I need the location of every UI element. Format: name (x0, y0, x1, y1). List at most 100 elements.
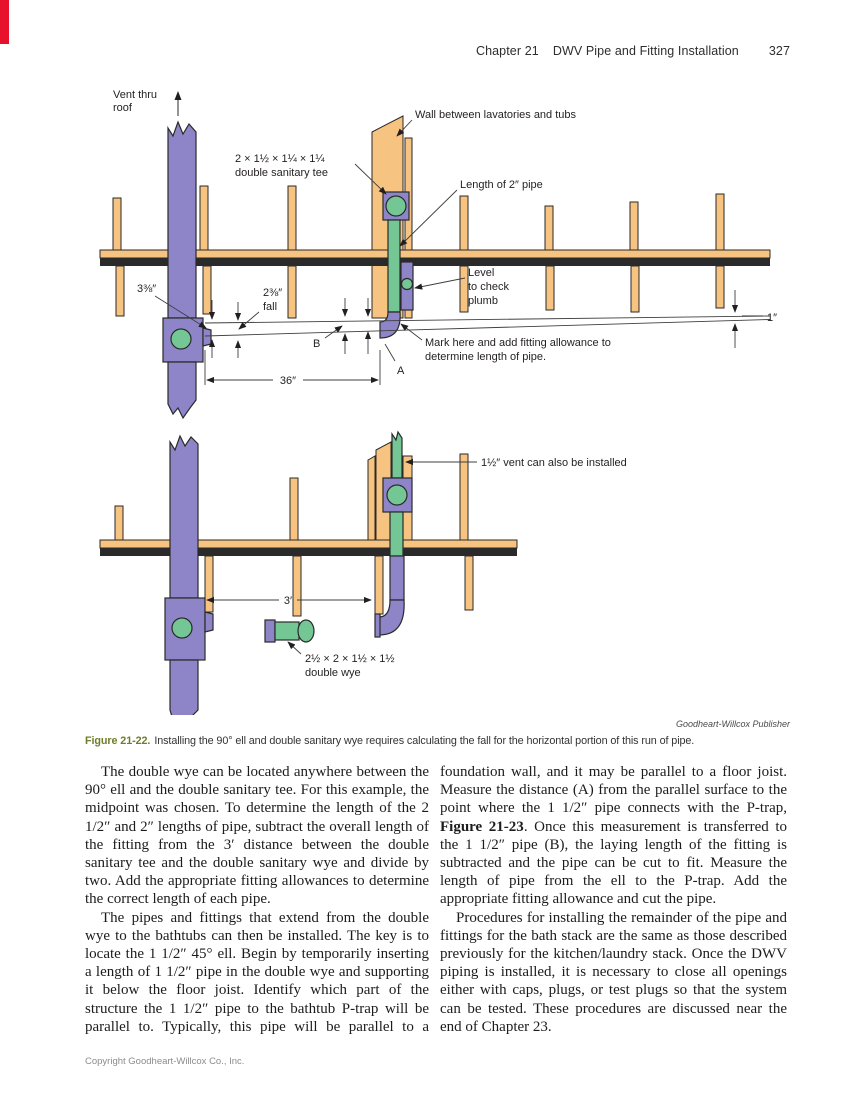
plate-shadow (196, 258, 770, 266)
stud (199, 185, 209, 251)
paragraph: The pipes and fittings that extend from … (85, 909, 429, 1035)
chapter-title: DWV Pipe and Fitting Installation (552, 44, 739, 58)
fitting-socket (171, 617, 193, 639)
bottom-diagram: 1½″ vent can also be installed 3′ 2½ × 2… (99, 430, 627, 715)
wye-body (274, 621, 300, 641)
mark-label: Mark here and add fitting allowance to (425, 337, 611, 349)
sloped-pipe-line (204, 319, 771, 337)
plate-wood (197, 539, 518, 549)
drain-pipe (389, 555, 405, 601)
bath-wall-pipework (379, 191, 414, 339)
page-header: Chapter 21 DWV Pipe and Fitting Installat… (0, 44, 790, 58)
plate-wood (99, 539, 171, 549)
fitting-socket (385, 195, 407, 217)
studs-above-plate (112, 185, 725, 251)
point-b-label: B (313, 338, 320, 350)
wall-board (404, 137, 413, 319)
wye-label: double wye (305, 667, 361, 679)
stud (459, 195, 469, 251)
wye-hub (264, 619, 276, 643)
two-inch-pipe (389, 511, 404, 557)
studs-below-plate (115, 265, 725, 319)
plate-shadow (198, 548, 517, 556)
stack-pipe-upper (169, 434, 199, 599)
wye-label: 2½ × 2 × 1½ × 1½ (305, 653, 395, 665)
stud (204, 555, 214, 613)
ninety-degree-ell (379, 311, 401, 339)
dim-left-leader (154, 295, 207, 329)
figure-credit: Goodheart-Willcox Publisher (676, 719, 790, 729)
pipe-length-leader (399, 189, 458, 247)
fitting-socket (170, 328, 192, 350)
vent-label: Vent thru (113, 89, 157, 101)
paragraph: foundation wall, and it may be parallel … (440, 763, 787, 909)
stud (715, 265, 725, 309)
point-a-label: A (397, 365, 405, 377)
leader-lines (287, 458, 477, 655)
floor-plate (99, 249, 771, 266)
dim-36-label: 36″ (280, 375, 296, 387)
fall-reference-lines (204, 290, 771, 358)
plate-shadow (100, 258, 168, 266)
stack-pipe-upper (167, 120, 197, 319)
mark-leader (400, 323, 423, 341)
studs-below-plate (204, 555, 474, 617)
paragraph: The double wye can be located anywhere b… (85, 764, 429, 908)
wall-leader (396, 119, 413, 137)
stud (292, 555, 302, 617)
stud (545, 265, 555, 311)
stack-pipe-lower (169, 659, 199, 715)
floor-plate (99, 539, 518, 556)
wye-socket (297, 619, 315, 643)
stud (544, 205, 554, 251)
stud (715, 193, 725, 251)
main-stack (162, 120, 212, 420)
tee-label: 2 × 1½ × 1¼ × 1¼ (235, 153, 325, 165)
wall-label: Wall between lavatories and tubs (415, 109, 577, 121)
stud (459, 265, 469, 313)
body-column-right: foundation wall, and it may be parallel … (440, 763, 787, 1036)
vent-pipe (391, 430, 403, 479)
stud (629, 201, 639, 251)
stud (114, 505, 124, 541)
dimension-36 (204, 350, 381, 385)
level-vial (400, 277, 414, 291)
stud (464, 555, 474, 611)
plate-wood (195, 249, 771, 259)
stud (374, 555, 384, 615)
dim-3ft-label: 3′ (284, 595, 292, 607)
mark-label: determine length of pipe. (425, 351, 546, 363)
fall-label: fall (263, 301, 277, 313)
wall-board (367, 455, 376, 541)
stud (630, 265, 640, 313)
paragraph-text: . Once this measurement is transferred t… (440, 818, 788, 908)
figure-caption-text: Installing the 90° ell and double sanita… (154, 735, 695, 747)
stud (289, 477, 299, 541)
plate-wood (99, 249, 169, 259)
stud (459, 453, 469, 541)
tee-label: double sanitary tee (235, 167, 328, 179)
tee-leader (354, 163, 387, 195)
stud (112, 197, 122, 251)
stud (115, 265, 125, 317)
paragraph-text: foundation wall, and it may be parallel … (440, 764, 787, 817)
figure-caption: Figure 21-22.Installing the 90° ell and … (85, 735, 791, 748)
plate-shadow (100, 548, 170, 556)
stud (287, 185, 297, 251)
page-edge-red-tab (0, 0, 9, 44)
chapter-number: Chapter 21 (475, 44, 539, 58)
page-number: 327 (768, 44, 790, 58)
stud (202, 265, 212, 315)
fall-leader (238, 311, 260, 330)
main-stack (164, 434, 214, 715)
double-wye-fitting (264, 619, 315, 643)
stack-pipe-lower (167, 361, 197, 420)
figure-21-22-diagram: Vent thru roof 2 × 1½ × 1¼ × 1¼ double s… (99, 89, 777, 715)
fall-label: 2⅜″ (263, 287, 282, 299)
vent-label: roof (113, 102, 133, 114)
fitting-outlet-stub (202, 327, 212, 347)
vent-option-label: 1½″ vent can also be installed (481, 457, 627, 469)
bath-wall-pipework (374, 430, 413, 638)
point-b-leader (324, 325, 343, 339)
level-line (204, 315, 771, 324)
